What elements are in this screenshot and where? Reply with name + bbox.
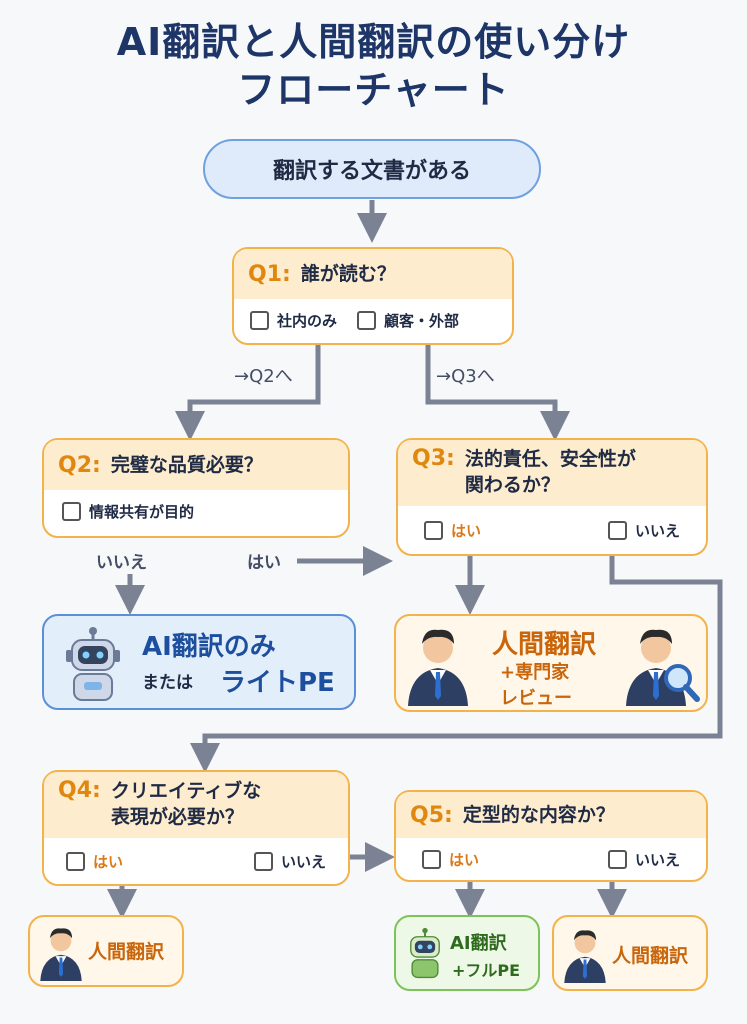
- q4-number: Q4:: [58, 778, 101, 803]
- result-expert-label: +専門家: [500, 662, 570, 683]
- q2-question: 完璧な品質必要？: [110, 454, 263, 476]
- result-human-title: 人間翻訳: [492, 630, 597, 660]
- person-icon: [564, 930, 606, 983]
- page-title: AI翻訳と人間翻訳の使い分け: [116, 20, 631, 64]
- checkbox-icon[interactable]: [62, 501, 81, 521]
- result-human-label-1: 人間翻訳: [88, 941, 165, 963]
- result-human-label-2: 人間翻訳: [612, 945, 689, 967]
- checkbox-icon[interactable]: [424, 520, 443, 540]
- q2-option-info[interactable]: 情報共有が目的: [62, 501, 194, 522]
- q4-box: Q4: クリエイティブな表現が必要か？ はい いいえ: [42, 770, 350, 886]
- q1-option-external[interactable]: 顧客・外部: [357, 310, 459, 331]
- result-full-pe-label: +フルPE: [452, 961, 521, 980]
- q3-number: Q3:: [412, 446, 455, 471]
- q3-box: Q3: 法的責任、安全性が関わるか？ はい いいえ: [396, 438, 708, 556]
- q5-question: 定型的な内容か？: [462, 804, 615, 826]
- result-human-translation-1: 人間翻訳: [28, 915, 184, 987]
- result-review-label: レビュー: [500, 688, 572, 709]
- branch-label-q2: →Q2へ: [234, 366, 293, 387]
- q2-box: Q2: 完璧な品質必要？ 情報共有が目的: [42, 438, 350, 538]
- checkbox-icon[interactable]: [253, 851, 273, 871]
- q2-yes-label: はい: [247, 553, 281, 573]
- result-ai-only-title: AI翻訳のみ: [142, 632, 276, 662]
- q1-box: Q1: 誰が読む？ 社内のみ 顧客・外部: [232, 247, 514, 345]
- q3-question: 法的責任、安全性が関わるか？: [464, 448, 636, 496]
- q2-no-label: いいえ: [96, 553, 147, 573]
- result-ai-full-pe: AI翻訳 +フルPE: [394, 915, 540, 991]
- q2-number: Q2:: [58, 452, 101, 478]
- result-ai-light-pe: AI翻訳のみ または ライトPE: [42, 614, 356, 710]
- branch-label-q3: →Q3へ: [436, 366, 495, 387]
- result-or-label: または: [142, 673, 193, 693]
- checkbox-icon[interactable]: [357, 310, 377, 330]
- q3-option-yes[interactable]: はい: [424, 520, 481, 541]
- result-human-expert: 人間翻訳 +専門家 レビュー: [394, 614, 708, 712]
- translator-person-icon: [408, 629, 468, 706]
- q5-box: Q5: 定型的な内容か？ はい いいえ: [394, 790, 708, 882]
- q1-question: 誰が読む？: [300, 263, 396, 285]
- q5-number: Q5:: [410, 802, 453, 828]
- result-ai-label: AI翻訳: [450, 933, 507, 954]
- q1-number: Q1:: [248, 261, 291, 287]
- result-human-translation-2: 人間翻訳: [552, 915, 708, 991]
- q5-option-yes[interactable]: はい: [422, 849, 479, 870]
- robot-icon: [66, 627, 120, 701]
- result-light-pe: ライトPE: [220, 668, 335, 698]
- q4-option-yes[interactable]: はい: [66, 851, 123, 872]
- checkbox-icon[interactable]: [607, 849, 627, 869]
- reviewer-magnifier-icon: [626, 629, 700, 706]
- q4-option-no[interactable]: いいえ: [253, 851, 326, 872]
- checkbox-icon[interactable]: [607, 520, 627, 540]
- q4-question: クリエイティブな表現が必要か？: [110, 780, 262, 828]
- robot-icon: [410, 927, 440, 979]
- checkbox-icon[interactable]: [250, 310, 269, 330]
- q1-option-internal[interactable]: 社内のみ: [250, 310, 337, 331]
- q5-option-no[interactable]: いいえ: [607, 849, 680, 870]
- start-label: 翻訳する文書がある: [272, 159, 471, 184]
- q3-option-no[interactable]: いいえ: [607, 520, 680, 541]
- person-icon: [40, 928, 82, 981]
- checkbox-icon[interactable]: [422, 849, 441, 869]
- start-node: 翻訳する文書がある: [203, 139, 541, 199]
- page-subtitle: フローチャート: [237, 68, 510, 112]
- checkbox-icon[interactable]: [66, 851, 85, 871]
